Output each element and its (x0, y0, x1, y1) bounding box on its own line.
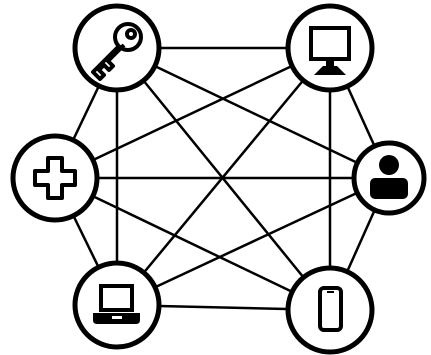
edge-key-user (116, 46, 390, 180)
node-user (351, 140, 427, 216)
monitor-icon (309, 26, 351, 75)
node-phone (285, 265, 375, 355)
user-icon (370, 155, 408, 199)
key-icon (91, 22, 143, 81)
edge-monitor-plus (54, 46, 331, 180)
edge-phone-plus (54, 176, 331, 312)
edge-user-laptop (116, 176, 390, 307)
node-plus (10, 133, 100, 223)
plus-icon (33, 156, 77, 200)
node-monitor (285, 3, 375, 93)
node-laptop (72, 260, 162, 350)
edge-monitor-laptop (116, 47, 331, 306)
phone-icon (318, 286, 343, 332)
laptop-icon (93, 284, 140, 324)
node-key (72, 3, 162, 93)
